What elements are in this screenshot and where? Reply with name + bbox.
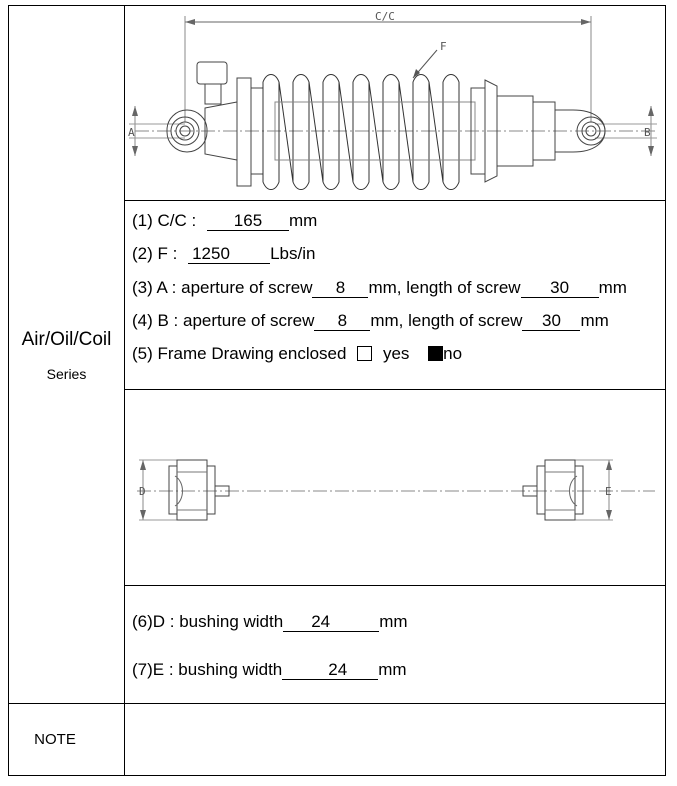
- spec-a-length-value: 30: [520, 279, 599, 298]
- table-border-bottom: [8, 775, 666, 776]
- table-border-right: [665, 5, 666, 776]
- row-divider: [124, 389, 666, 390]
- note-content[interactable]: [132, 712, 658, 768]
- spec-a-prefix: (3) A : aperture of screw: [132, 278, 313, 297]
- spec-b-prefix: (4) B : aperture of screw: [132, 311, 315, 330]
- note-label: NOTE: [34, 731, 76, 748]
- bushing-drawing: D E: [137, 459, 655, 521]
- cc-dimension-label: C/C: [375, 10, 395, 23]
- bushing-d-prefix: (6)D : bushing width: [132, 612, 284, 631]
- spec-b-unit: mm: [580, 311, 609, 330]
- bushing-e-unit: mm: [378, 660, 407, 679]
- frame-no-checkbox[interactable]: [428, 346, 444, 361]
- spec-frame-prefix: (5) Frame Drawing enclosed: [132, 344, 347, 363]
- spec-cc-prefix: (1) C/C :: [132, 211, 197, 230]
- spec-f-unit: Lbs/in: [270, 244, 316, 263]
- spec-f-prefix: (2) F :: [132, 244, 178, 263]
- spec-cc-unit: mm: [288, 211, 318, 230]
- spec-b-length-value: 30: [522, 312, 581, 331]
- row-divider: [124, 585, 666, 586]
- bushing-d-unit: mm: [379, 612, 408, 631]
- spec-frame-row: (5) Frame Drawing enclosed yes no: [132, 344, 462, 364]
- row-divider: [124, 200, 666, 201]
- table-border-top: [8, 5, 666, 6]
- frame-yes-label: yes: [382, 344, 410, 363]
- spec-a-unit: mm: [598, 278, 627, 297]
- e-dimension-label: E: [605, 485, 612, 498]
- spec-b-mid: mm, length of screw: [370, 311, 523, 330]
- shock-absorber-drawing: C/C F A B: [128, 10, 657, 190]
- spec-a-mid: mm, length of screw: [368, 278, 521, 297]
- f-dimension-label: F: [440, 40, 447, 53]
- bushing-e-value: 24: [282, 661, 379, 680]
- frame-yes-checkbox[interactable]: [357, 346, 373, 361]
- note-row-divider: [8, 703, 666, 704]
- series-label: Air/Oil/Coil Series: [9, 328, 124, 384]
- bushing-d-value: 24: [283, 613, 380, 632]
- column-divider: [124, 5, 125, 776]
- spec-cc-value: 165: [206, 212, 289, 231]
- table-border-left: [8, 5, 9, 776]
- spec-a-screw-value: 8: [312, 279, 369, 298]
- frame-no-label: no: [443, 344, 463, 363]
- series-title: Air/Oil/Coil: [21, 329, 112, 350]
- d-dimension-label: D: [139, 485, 146, 498]
- a-dimension-label: A: [128, 126, 135, 139]
- series-subtitle: Series: [46, 366, 87, 382]
- spec-b-screw-value: 8: [314, 312, 371, 331]
- b-dimension-label: B: [644, 126, 651, 139]
- spec-f-value: 1250: [188, 245, 271, 264]
- bushing-e-prefix: (7)E : bushing width: [132, 660, 283, 679]
